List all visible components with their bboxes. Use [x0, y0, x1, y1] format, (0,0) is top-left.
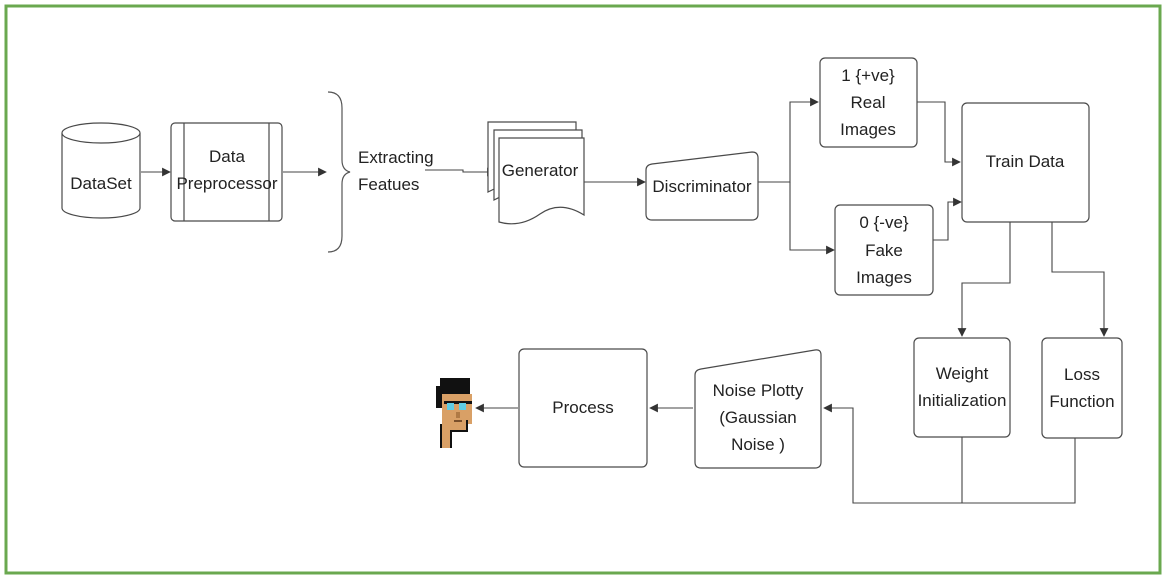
real-images-node: 1 {+ve} Real Images — [819, 57, 918, 148]
edge-train-to-loss — [1051, 222, 1109, 337]
dataset-label: DataSet — [70, 174, 132, 193]
edge-extracting-to-generator — [425, 167, 496, 177]
loss-function-label-line1: Loss — [1064, 365, 1100, 384]
edge-real-to-train — [917, 101, 961, 167]
curly-brace — [327, 91, 351, 253]
train-data-node: Train Data — [961, 102, 1090, 223]
preprocessor-label-line2: Preprocessor — [176, 174, 277, 193]
loss-function-label-line2: Function — [1049, 392, 1114, 411]
extracting-label-line2: Featues — [358, 175, 419, 194]
noise-plotty-node: Noise Plotty (Gaussian Noise ) — [694, 349, 822, 469]
weight-init-label-line2: Initialization — [918, 391, 1007, 410]
process-label: Process — [552, 398, 613, 417]
noise-plotty-label-line2: (Gaussian — [719, 408, 796, 427]
generator-label: Generator — [502, 161, 579, 180]
discriminator-node: Discriminator — [645, 151, 759, 221]
real-images-label-line1: 1 {+ve} — [841, 66, 895, 85]
preprocessor-node: Data Preprocessor — [170, 122, 283, 222]
process-node: Process — [518, 348, 648, 468]
extracting-label-line1: Extracting — [358, 148, 434, 167]
real-images-label-line3: Images — [840, 120, 896, 139]
fake-images-node: 0 {-ve} Fake Images — [834, 204, 934, 296]
loss-function-node: Loss Function — [1041, 337, 1123, 439]
train-data-label: Train Data — [986, 152, 1065, 171]
edge-fake-to-train — [933, 197, 962, 241]
diagram-frame — [4, 4, 1162, 575]
noise-plotty-label-line1: Noise Plotty — [713, 381, 804, 400]
weight-init-label-line1: Weight — [936, 364, 989, 383]
pixel-avatar-icon — [436, 378, 472, 448]
fake-images-label-line3: Images — [856, 268, 912, 287]
edge-train-to-weight — [957, 222, 1011, 337]
edge-weight-to-noise — [823, 403, 963, 504]
dataset-node: DataSet — [61, 122, 141, 219]
extracting-features-node: Extracting Featues — [327, 91, 434, 253]
generator-node: Generator — [487, 121, 585, 225]
edge-discriminator-to-fake — [789, 182, 835, 255]
weight-initialization-node: Weight Initialization — [913, 337, 1011, 438]
fake-images-label-line2: Fake — [865, 241, 903, 260]
noise-plotty-label-line3: Noise ) — [731, 435, 785, 454]
edge-loss-to-noise — [962, 438, 1076, 504]
preprocessor-label-line1: Data — [209, 147, 245, 166]
discriminator-label: Discriminator — [652, 177, 752, 196]
edge-discriminator-to-real — [758, 97, 819, 183]
real-images-label-line2: Real — [851, 93, 886, 112]
edges — [141, 97, 1109, 504]
fake-images-label-line1: 0 {-ve} — [859, 213, 908, 232]
